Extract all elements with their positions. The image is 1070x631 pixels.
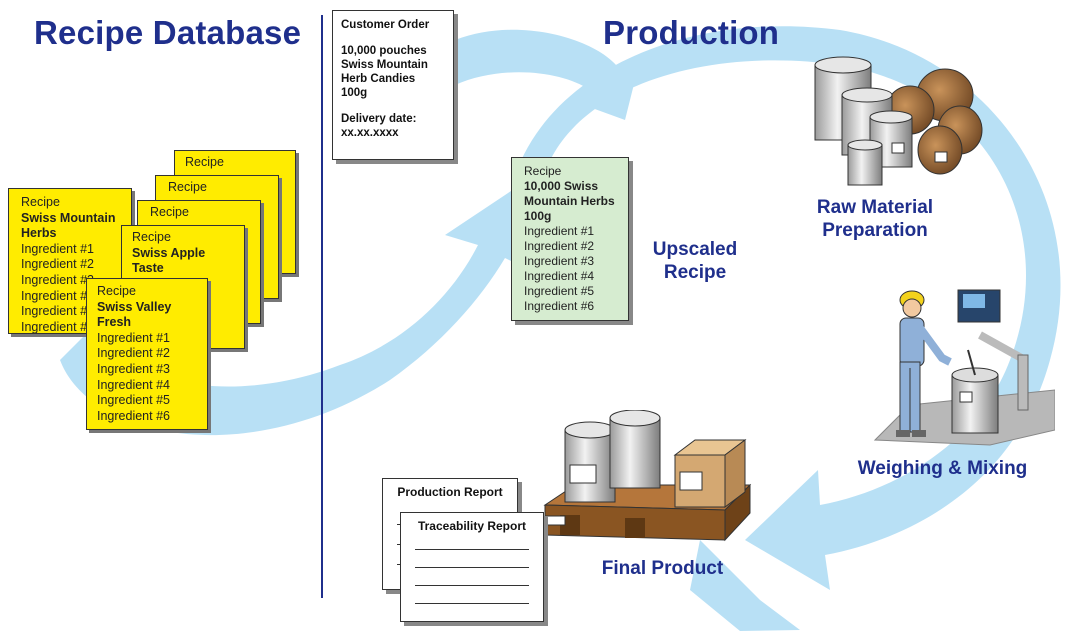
recipe-card-swiss-valley-fresh[interactable]: Recipe Swiss Valley Fresh Ingredient #1 … xyxy=(86,278,208,430)
report-line xyxy=(415,585,529,586)
stage-weighing: Weighing & Mixing xyxy=(857,458,1028,479)
order-line: 100g xyxy=(341,87,368,99)
recipe-card-label: Recipe xyxy=(168,180,207,194)
recipe-name: Taste xyxy=(132,261,164,276)
customer-order-title: Customer Order xyxy=(341,19,430,31)
ingredient: Ingredient #4 xyxy=(524,269,595,283)
stage-raw-line: Raw Material xyxy=(816,197,934,218)
weighing-illustration xyxy=(873,289,1055,446)
ingredient: Ingredient #3 xyxy=(21,272,94,287)
heading-production: Production xyxy=(603,14,780,51)
upscaled-caption-line: Upscaled xyxy=(652,239,738,260)
bottom-flow-arrow xyxy=(690,540,800,631)
recipe-name: Swiss Valley xyxy=(97,299,172,314)
report-line xyxy=(415,549,529,550)
ingredient: Ingredient #2 xyxy=(97,346,170,361)
ingredient: Ingredient #5 xyxy=(21,304,94,319)
recipe-name: Swiss Apple xyxy=(132,245,206,260)
delivery-label: Delivery date: xyxy=(341,113,417,125)
ingredient: Ingredient #2 xyxy=(524,239,595,253)
upscaled-recipe-card[interactable]: Recipe 10,000 Swiss Mountain Herbs 100g … xyxy=(511,157,629,321)
recipe-card-label: Recipe xyxy=(524,164,562,178)
recipe-card-label: Recipe xyxy=(150,205,189,219)
ingredient: Ingredient #4 xyxy=(97,377,170,392)
ingredient: Ingredient #3 xyxy=(524,254,595,268)
upscaled-caption-line: Recipe xyxy=(663,262,727,283)
report-line xyxy=(415,567,529,568)
recipe-card-label: Recipe xyxy=(185,155,224,169)
recipe-name: Herbs xyxy=(21,226,57,241)
ingredient: Ingredient #6 xyxy=(97,408,170,423)
upscaled-recipe-caption: Upscaled Recipe xyxy=(640,238,750,284)
ingredient: Ingredient #1 xyxy=(97,330,170,345)
recipe-name: 100g xyxy=(524,209,552,223)
stage-raw-material: Raw Material Preparation xyxy=(800,196,950,242)
report-line xyxy=(415,603,529,604)
ingredient: Ingredient #1 xyxy=(21,241,94,256)
ingredient: Ingredient #4 xyxy=(21,288,94,303)
raw-material-illustration xyxy=(814,56,983,186)
recipe-name: Swiss Mountain xyxy=(21,210,116,225)
recipe-card-label: Recipe xyxy=(21,195,60,209)
customer-order-note[interactable]: Customer Order 10,000 pouches Swiss Moun… xyxy=(332,10,454,160)
ingredient: Ingredient #2 xyxy=(21,257,94,272)
order-line: Herb Candies xyxy=(341,73,416,85)
ingredient: Ingredient #6 xyxy=(524,299,595,313)
ingredient: Ingredient #6 xyxy=(21,319,94,334)
stage-raw-line: Preparation xyxy=(822,220,928,241)
production-report-title: Production Report xyxy=(397,485,503,499)
recipe-name: Fresh xyxy=(97,315,132,330)
recipe-name: Mountain Herbs xyxy=(524,194,615,208)
final-product-illustration xyxy=(543,410,752,542)
heading-recipe-database: Recipe Database xyxy=(34,14,302,51)
stage-final-product: Final Product xyxy=(601,558,724,579)
ingredient: Ingredient #3 xyxy=(97,361,170,376)
traceability-report-title: Traceability Report xyxy=(417,519,527,533)
recipe-card-label: Recipe xyxy=(132,230,171,244)
delivery-value: xx.xx.xxxx xyxy=(341,127,399,139)
recipe-card-label: Recipe xyxy=(97,284,136,298)
order-line: Swiss Mountain xyxy=(341,59,428,71)
ingredient: Ingredient #5 xyxy=(97,393,170,408)
ingredient: Ingredient #1 xyxy=(524,224,595,238)
recipe-card-swiss-mountain-herbs[interactable]: Recipe Swiss Mountain Herbs Ingredient #… xyxy=(8,188,132,334)
ingredient: Ingredient #5 xyxy=(524,284,595,298)
traceability-report[interactable]: Traceability Report xyxy=(400,512,544,622)
order-line: 10,000 pouches xyxy=(341,45,427,57)
recipe-name: 10,000 Swiss xyxy=(524,179,599,193)
